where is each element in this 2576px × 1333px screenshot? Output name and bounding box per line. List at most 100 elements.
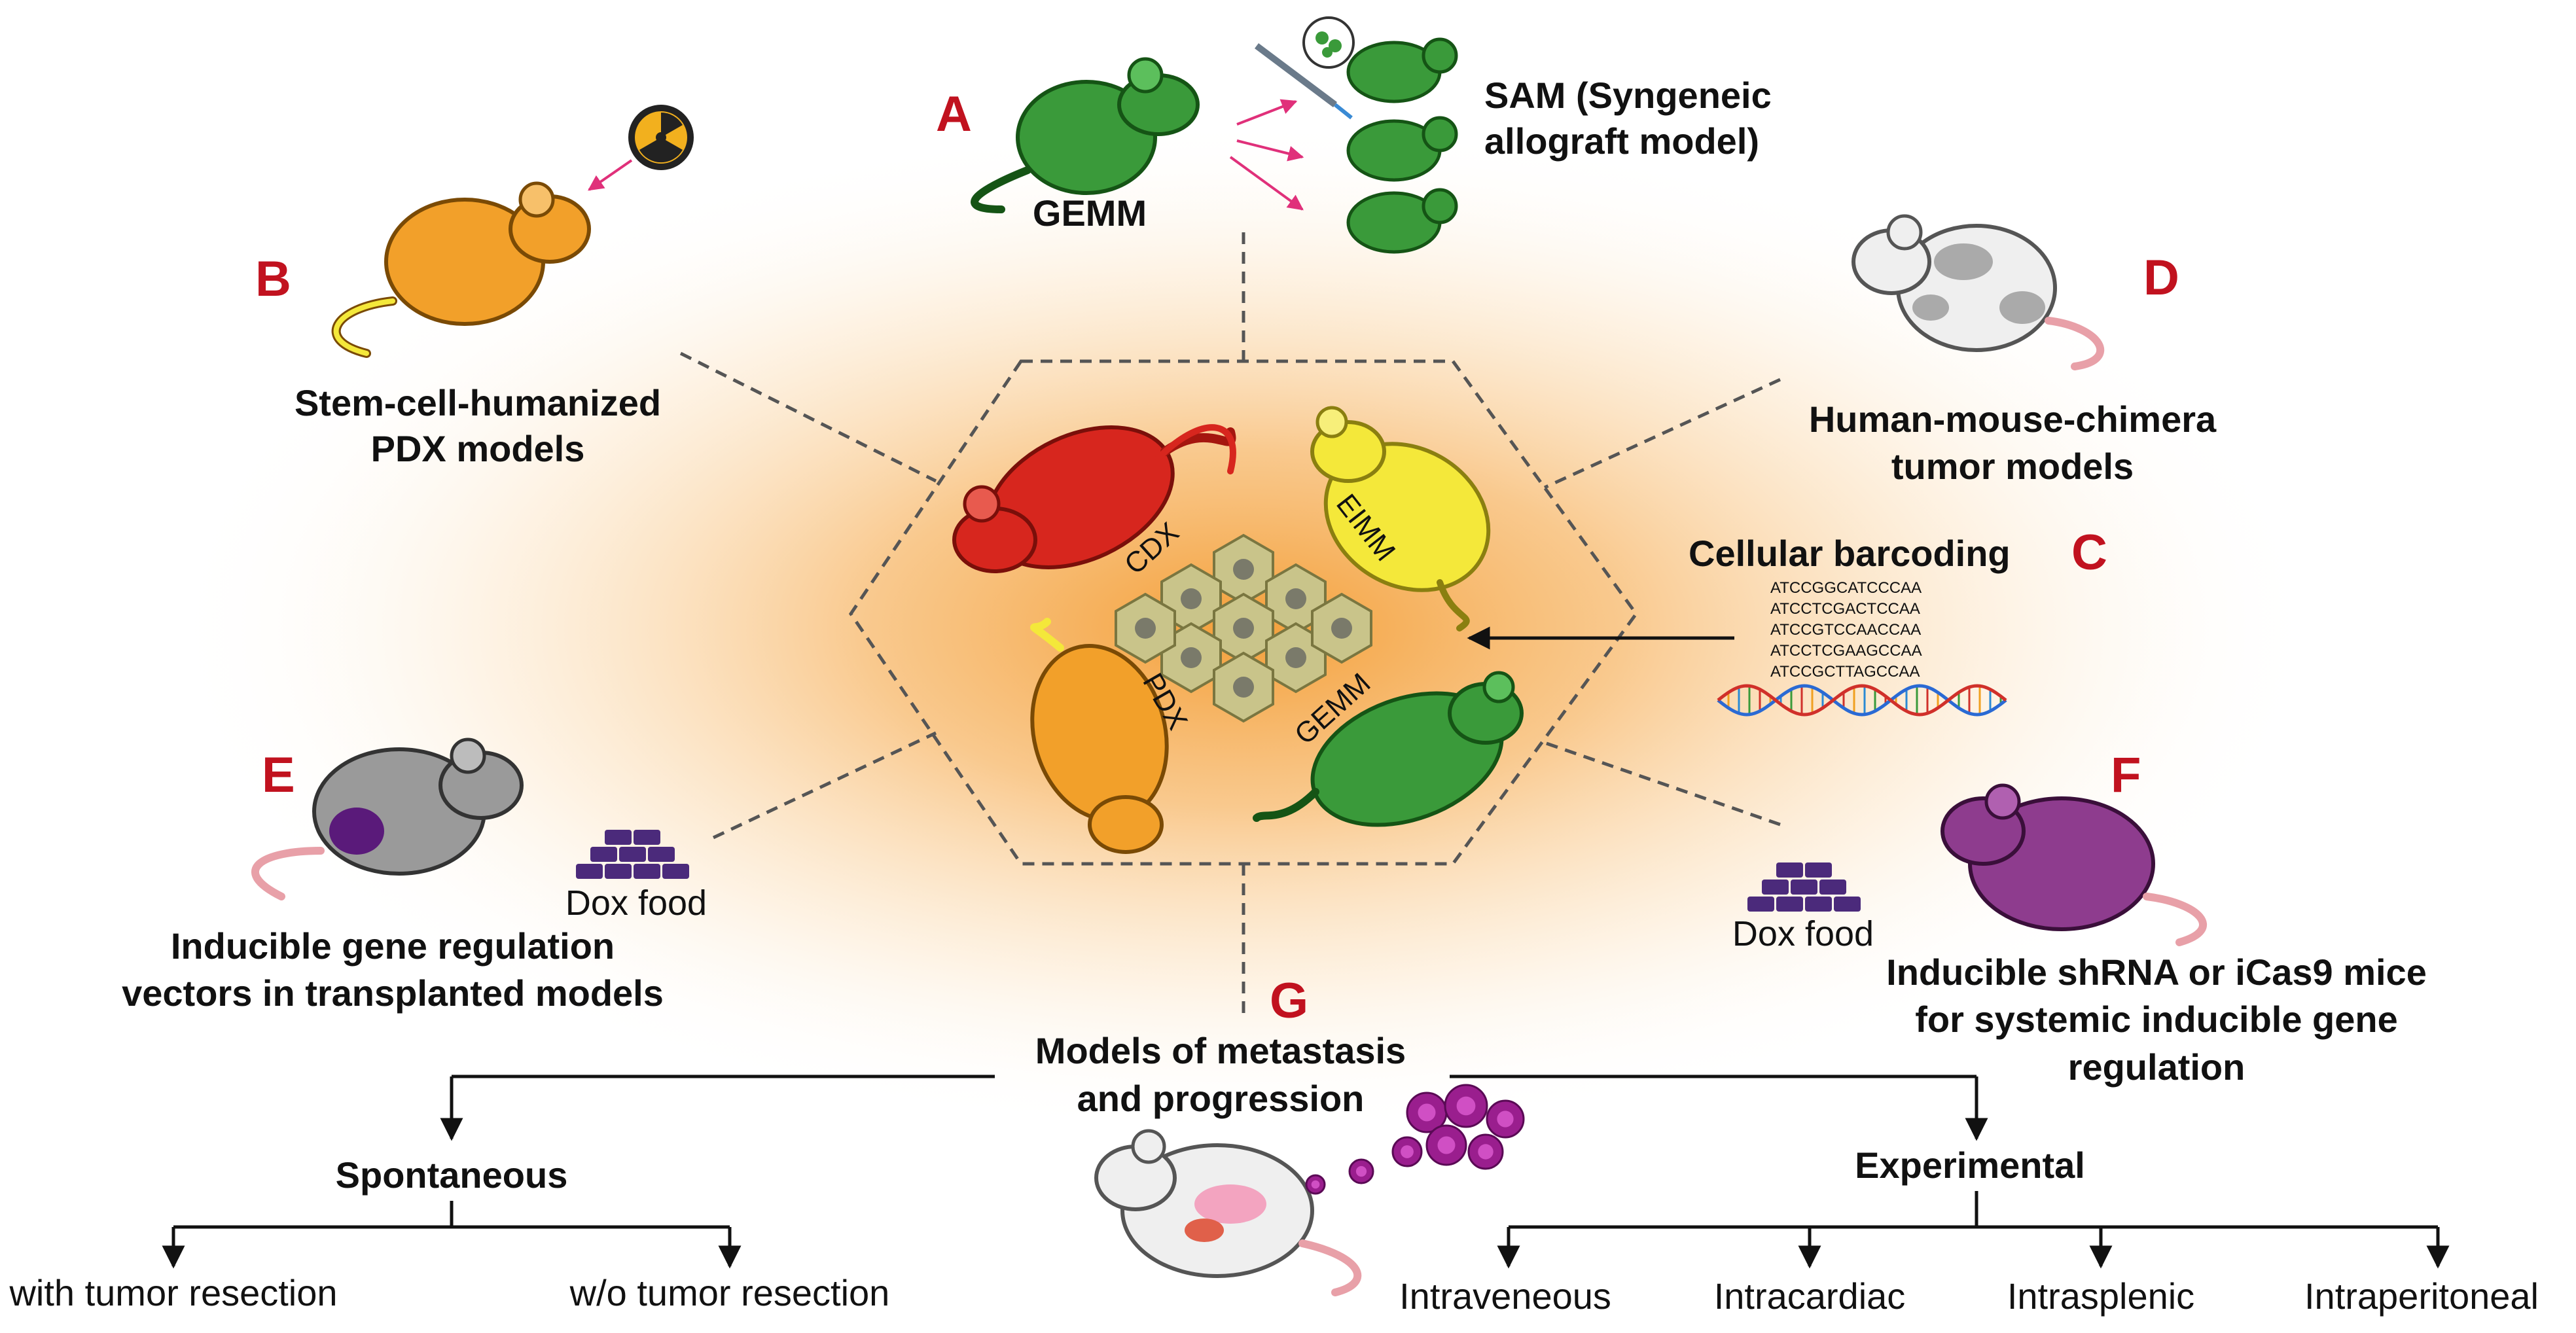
chimera-mouse-spotted bbox=[1851, 214, 2105, 370]
panel-e: E Dox food Inducible gene regulation vec… bbox=[122, 738, 707, 1014]
tumor-cell-nucleus bbox=[1135, 618, 1156, 639]
spontaneous-child-2: w/o tumor resection bbox=[569, 1272, 890, 1313]
dox-pellet bbox=[1791, 880, 1817, 895]
panel-b-label-line2: PDX models bbox=[371, 428, 585, 469]
tumor-cell-cluster bbox=[1115, 533, 1372, 723]
dox-pellet bbox=[634, 830, 660, 845]
radiation-arrow bbox=[588, 159, 633, 191]
dox-food-icon-f bbox=[1747, 862, 1861, 912]
dox-pellet bbox=[1776, 897, 1803, 912]
tumor-cell-nucleus bbox=[1181, 647, 1202, 668]
barcode-seq-4: ATCCTCGAAGCCAA bbox=[1770, 642, 1922, 660]
spontaneous-label: Spontaneous bbox=[336, 1154, 568, 1196]
tumor-cell-nucleus bbox=[1233, 618, 1254, 639]
metastatic-cell-core bbox=[1311, 1180, 1320, 1189]
panel-f: F Dox food Inducible shRNA or iCas9 mice… bbox=[1732, 747, 2427, 1088]
dox-food-label-f: Dox food bbox=[1732, 914, 1874, 953]
humanized-mouse-orange bbox=[331, 181, 591, 358]
metastatic-cells bbox=[1305, 1084, 1525, 1195]
center-mouse-pdx: PDX bbox=[1030, 618, 1194, 854]
metastasis-tree-lines bbox=[162, 1075, 2450, 1269]
dox-pellet bbox=[1819, 880, 1846, 895]
panel-f-label-line2: for systemic inducible gene bbox=[1915, 999, 2398, 1040]
dna-helix-icon bbox=[1717, 684, 2007, 717]
panel-g-label-line2: and progression bbox=[1077, 1078, 1365, 1119]
panel-letter-b: B bbox=[255, 251, 291, 307]
metastatic-cell-core bbox=[1437, 1136, 1456, 1154]
center-hexagon bbox=[848, 359, 1639, 866]
metastasis-mouse bbox=[1094, 1129, 1362, 1296]
barcode-seq-3: ATCCGTCCAACCAA bbox=[1770, 621, 1921, 639]
metastatic-cell-core bbox=[1497, 1111, 1514, 1128]
metastatic-cell-core bbox=[1401, 1145, 1414, 1158]
dna-strand-1 bbox=[1717, 684, 2007, 717]
dox-pellet bbox=[1834, 897, 1861, 912]
dox-food-icon-e bbox=[576, 830, 689, 879]
experimental-child-4: Intraperitoneal bbox=[2304, 1275, 2539, 1317]
metastatic-cell-core bbox=[1456, 1096, 1476, 1116]
barcode-seq-1: ATCCGGCATCCCAA bbox=[1770, 579, 1922, 597]
panel-d-label-line1: Human-mouse-chimera bbox=[1809, 399, 2217, 440]
sam-label-line1: SAM (Syngeneic bbox=[1484, 75, 1772, 116]
experimental-child-3: Intrasplenic bbox=[2007, 1275, 2194, 1317]
panel-f-label-line1: Inducible shRNA or iCas9 mice bbox=[1886, 951, 2427, 993]
panel-letter-c: C bbox=[2071, 525, 2107, 580]
spontaneous-child-1: with tumor resection bbox=[9, 1272, 337, 1313]
gemm-label: GEMM bbox=[1033, 192, 1147, 234]
dox-pellet bbox=[1805, 897, 1832, 912]
gray-mouse-tumor bbox=[251, 738, 524, 900]
metastatic-cell-core bbox=[1355, 1165, 1367, 1177]
panel-letter-e: E bbox=[262, 747, 295, 803]
tumor-cell-nucleus bbox=[1233, 677, 1254, 698]
panel-d-label-line2: tumor models bbox=[1891, 446, 2134, 487]
dna-strand-2 bbox=[1717, 684, 2007, 717]
dox-food-label-e: Dox food bbox=[565, 883, 707, 923]
dox-pellet bbox=[1805, 862, 1832, 878]
dox-pellet bbox=[605, 864, 632, 879]
dox-pellet bbox=[662, 864, 689, 879]
dox-pellet bbox=[1747, 897, 1774, 912]
dashed-connectors bbox=[679, 232, 1781, 1014]
experimental-child-2: Intracardiac bbox=[1714, 1275, 1906, 1317]
panel-e-label-line2: vectors in transplanted models bbox=[122, 972, 664, 1014]
metastatic-cell-core bbox=[1478, 1144, 1494, 1160]
tumor-cell-nucleus bbox=[1233, 559, 1254, 580]
tumor-cell-nucleus bbox=[1285, 647, 1306, 668]
purple-mouse bbox=[1941, 783, 2207, 946]
dox-pellet bbox=[576, 864, 603, 879]
barcode-seq-2: ATCCTCGACTCCAA bbox=[1770, 600, 1920, 618]
panel-g-label-line1: Models of metastasis bbox=[1035, 1030, 1406, 1071]
panel-c: Cellular barcoding C ATCCGGCATCCCAA ATCC… bbox=[1467, 525, 2107, 717]
dox-pellet bbox=[1776, 862, 1803, 878]
dox-pellet bbox=[605, 830, 632, 845]
panel-b-label-line1: Stem-cell-humanized bbox=[295, 382, 661, 423]
experimental-child-1: Intraveneous bbox=[1399, 1275, 1611, 1317]
panel-letter-f: F bbox=[2111, 747, 2141, 803]
dox-pellet bbox=[634, 864, 660, 879]
syngeneic-recipient-mice bbox=[1346, 37, 1458, 254]
tumor-cell-nucleus bbox=[1331, 618, 1352, 639]
panel-a: A GEMM SAM (Syngeneic allograft model) bbox=[936, 16, 1772, 254]
gemm-mouse-large bbox=[971, 57, 1200, 213]
tumor-cell-nucleus bbox=[1285, 588, 1306, 609]
center-mouse-eimm: EIMM bbox=[1310, 406, 1491, 631]
metastatic-cell-core bbox=[1418, 1103, 1436, 1122]
dox-pellet bbox=[619, 847, 646, 862]
panel-letter-a: A bbox=[936, 86, 972, 142]
panel-f-label-line3: regulation bbox=[2068, 1046, 2245, 1088]
barcoding-title: Cellular barcoding bbox=[1689, 533, 2011, 574]
sam-label-line2: allograft model) bbox=[1484, 120, 1759, 162]
dox-pellet bbox=[1762, 880, 1789, 895]
dox-pellet bbox=[648, 847, 675, 862]
radioactive-icon bbox=[628, 105, 694, 170]
barcode-seq-5: ATCCGCTTAGCCAA bbox=[1770, 663, 1920, 681]
tumor-cell-nucleus bbox=[1181, 588, 1202, 609]
barcode-sequences: ATCCGGCATCCCAA ATCCTCGACTCCAA ATCCGTCCAA… bbox=[1770, 579, 1922, 681]
panel-letter-g: G bbox=[1270, 973, 1308, 1029]
panel-letter-d: D bbox=[2143, 250, 2179, 306]
injection-arrows bbox=[1229, 99, 1304, 211]
syringe-icon bbox=[1255, 16, 1355, 120]
experimental-label: Experimental bbox=[1855, 1145, 2085, 1186]
dox-pellet bbox=[590, 847, 617, 862]
